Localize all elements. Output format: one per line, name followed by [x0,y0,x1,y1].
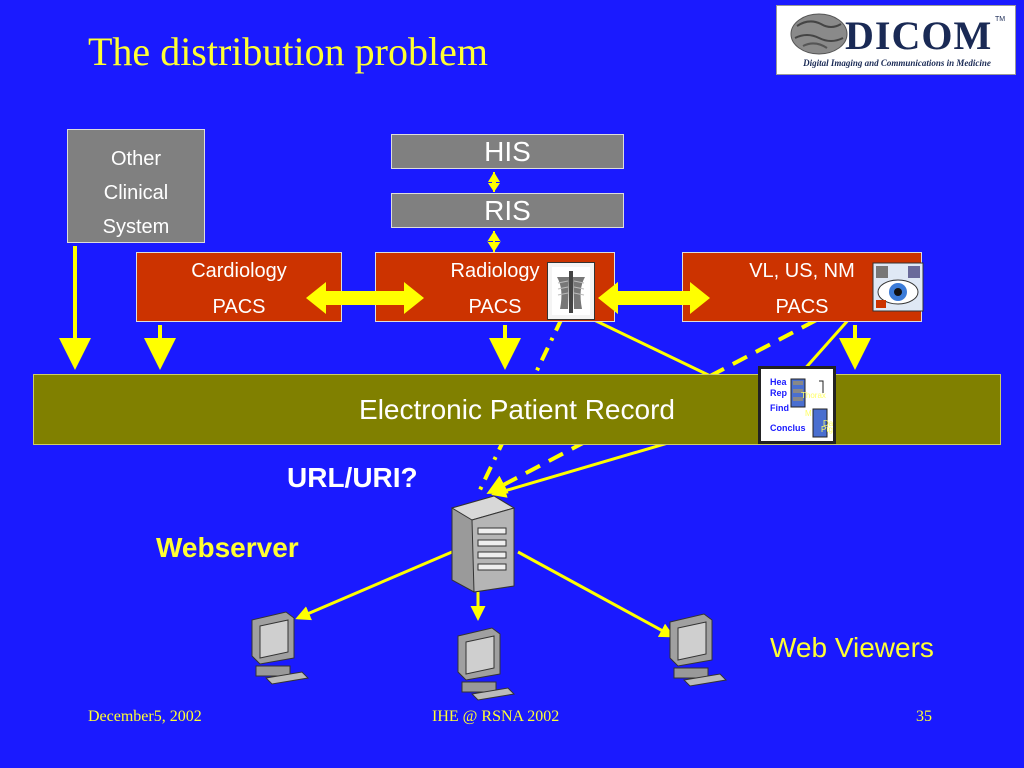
eye-imaging-icon [872,262,924,312]
footer-page-number: 35 [916,708,932,725]
logo-wordmark: DICOM [845,13,993,58]
logo-trademark: TM [995,16,1006,23]
radiology-pacs-line-1: Radiology [450,260,540,282]
footer-date: December5, 2002 [88,708,202,725]
globe-icon [790,13,848,55]
slide-title: The distribution problem [88,29,488,74]
report-line-2: Rep [770,388,788,398]
web-viewer-computer-center [457,627,516,701]
footer-event: IHE @ RSNA 2002 [432,708,560,725]
report-line-3: Find [770,403,789,413]
other-clinical-system-box: Other Clinical System [67,129,205,243]
other-clinical-line-2: Clinical [103,182,169,204]
web-viewer-computer-left [251,611,310,685]
report-line-1: Hea [770,377,787,387]
arrow-webserver-to-viewer-left [295,550,453,621]
cardiology-pacs-line-2: PACS [212,296,266,318]
report-sub-2: M [805,409,812,418]
report-sub-1: Thorax [801,391,826,400]
xray-film-icon [547,262,595,320]
webserver-tower-icon [450,495,516,593]
electronic-patient-record-box: Electronic Patient Record [33,374,1001,445]
report-document-icon: Hea Rep Find Conclus Thorax M Ptg Date [758,366,836,444]
cardiology-pacs-box: Cardiology PACS [136,252,342,322]
web-viewers-label: Web Viewers [770,632,934,663]
report-line-4: Conclus [770,423,806,433]
report-sub-4: Date [823,419,836,428]
other-clinical-line-3: System [102,216,170,238]
url-uri-label: URL/URI? [287,462,418,493]
arrow-webserver-to-viewer-right [517,550,675,638]
radiology-pacs-line-2: PACS [468,296,522,318]
dicom-logo: DICOM TM Digital Imaging and Communicati… [776,5,1016,75]
report-sub-3: Ptg [821,425,834,434]
other-clinical-line-1: Other [110,148,162,170]
ris-box: RIS [391,193,624,228]
vl-pacs-line-2: PACS [775,296,829,318]
vl-pacs-line-1: VL, US, NM [749,260,855,282]
logo-tagline: Digital Imaging and Communications in Me… [803,58,991,68]
his-box: HIS [391,134,624,169]
cardiology-pacs-line-1: Cardiology [191,260,287,282]
web-viewer-computer-right [669,613,728,687]
webserver-label: Webserver [156,532,299,563]
